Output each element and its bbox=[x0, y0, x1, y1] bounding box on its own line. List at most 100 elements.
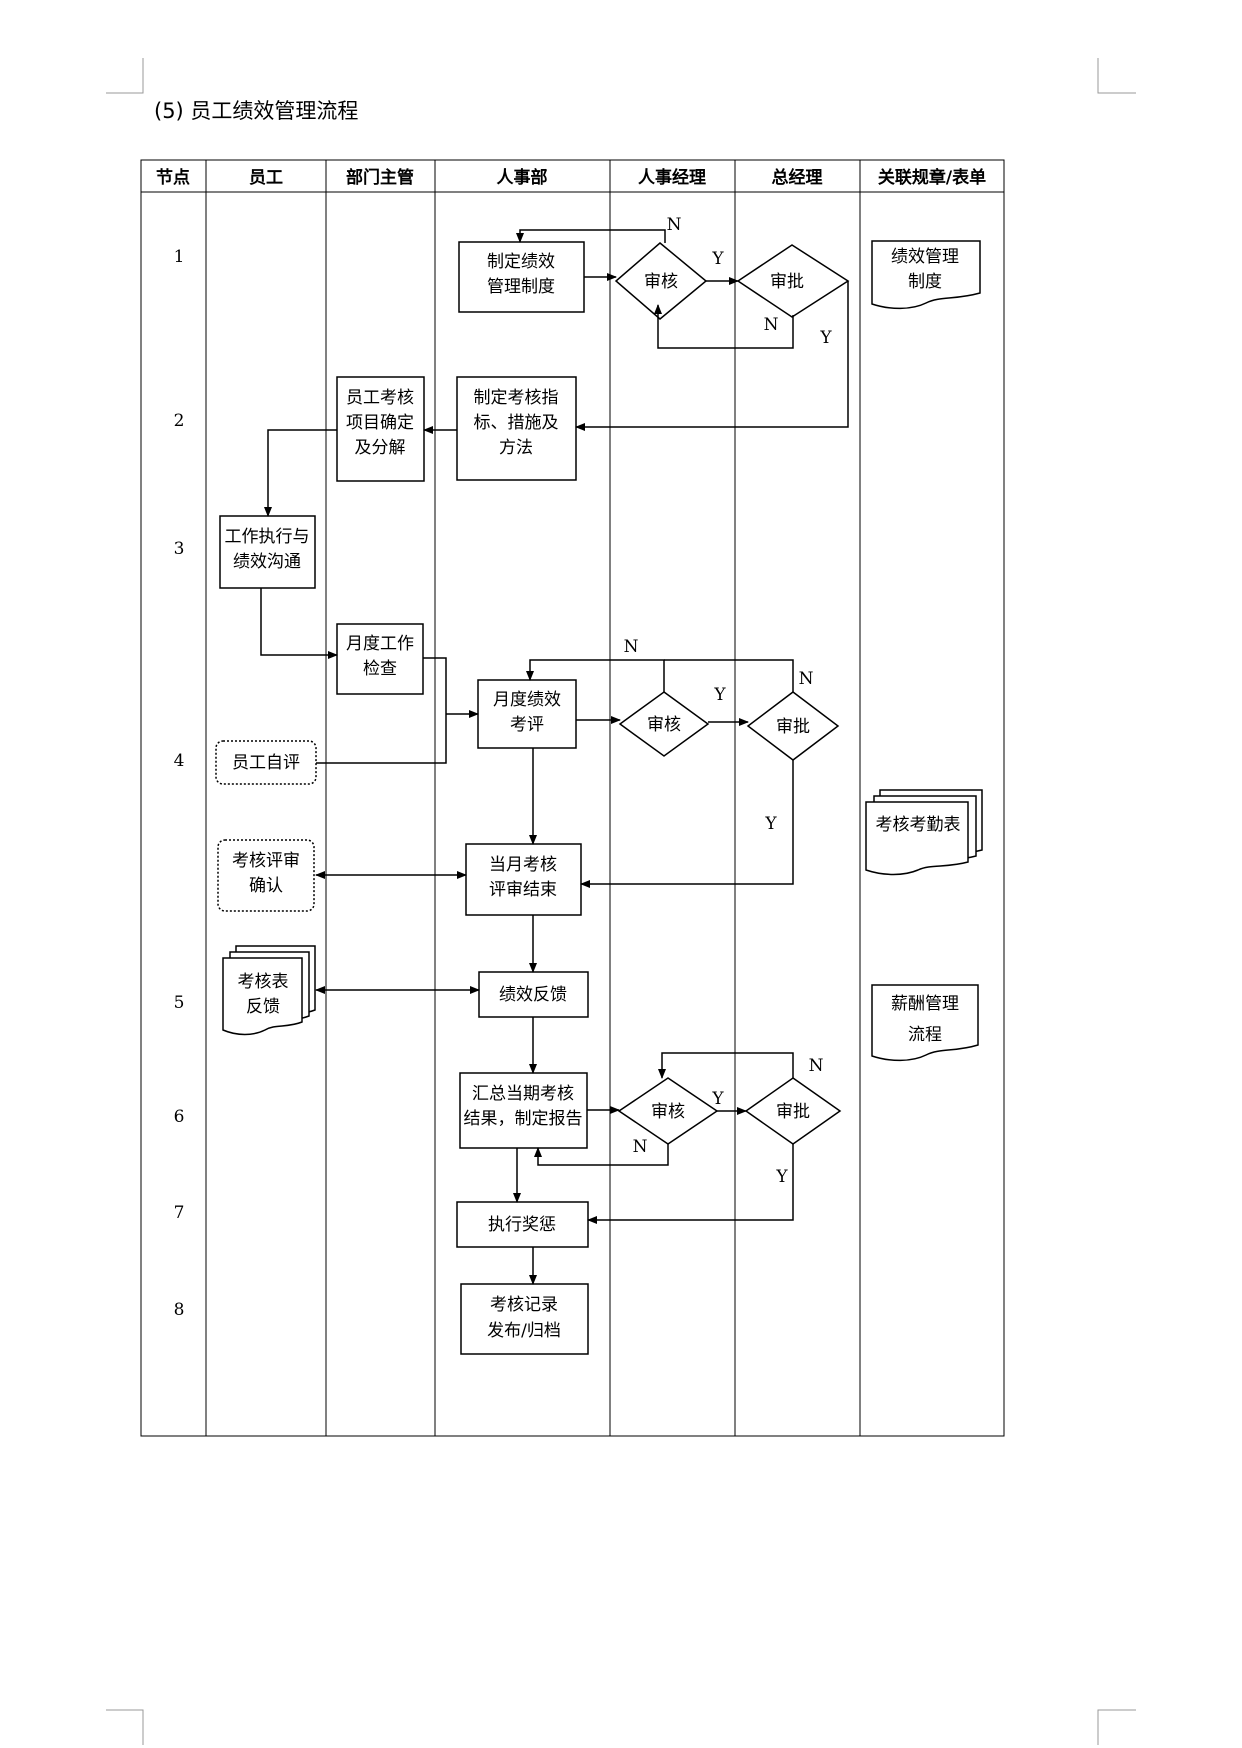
arrow-review3-no-loop bbox=[534, 1144, 669, 1166]
column-headers: 节点 员工 部门主管 人事部 人事经理 总经理 关联规章/表单 bbox=[156, 167, 986, 188]
process-label: 工作执行与 bbox=[225, 527, 310, 547]
process-label: 发布/归档 bbox=[487, 1321, 561, 1341]
flow-label-yes: Y bbox=[711, 249, 724, 269]
process-box-month-end bbox=[465, 843, 582, 916]
process-label: 月度绩效 bbox=[493, 690, 561, 710]
header-dept-manager: 部门主管 bbox=[346, 167, 414, 188]
process-box-summary bbox=[459, 1072, 588, 1149]
document-label: 薪酬管理 bbox=[891, 994, 959, 1014]
document-label: 流程 bbox=[908, 1025, 942, 1045]
row-number: 4 bbox=[174, 751, 185, 771]
row-numbers: 1 2 3 4 5 6 7 8 bbox=[174, 247, 185, 1320]
rounded-box-confirm bbox=[217, 839, 315, 912]
decision-review-1 bbox=[614, 242, 708, 320]
connectors bbox=[260, 229, 849, 1285]
row-number: 1 bbox=[174, 247, 185, 267]
process-label: 方法 bbox=[499, 438, 533, 458]
process-label: 管理制度 bbox=[487, 277, 555, 297]
process-box-make-system bbox=[458, 241, 585, 313]
flow-label-yes: Y bbox=[819, 328, 832, 348]
process-label: 检查 bbox=[363, 659, 397, 679]
process-box-monthly-check bbox=[336, 623, 424, 695]
document-attendance bbox=[865, 789, 983, 876]
swimlane-table bbox=[140, 159, 1005, 1437]
process-label: 月度工作 bbox=[346, 634, 414, 654]
decision-label: 审核 bbox=[647, 715, 681, 735]
rounded-box-label: 考核评审 bbox=[232, 851, 300, 871]
process-label: 及分解 bbox=[355, 438, 406, 458]
header-related-docs: 关联规章/表单 bbox=[878, 167, 986, 188]
decision-label: 审批 bbox=[770, 272, 804, 292]
arrow-review2-no-loop bbox=[526, 659, 665, 692]
header-hr-manager: 人事经理 bbox=[638, 167, 706, 188]
document-perf-system bbox=[871, 240, 981, 310]
process-box-make-indicators bbox=[456, 376, 577, 481]
arrow-review-no-loop bbox=[516, 229, 666, 243]
row-number: 3 bbox=[174, 539, 185, 559]
decision-approve-1 bbox=[736, 244, 850, 318]
arrow-approve3-yes bbox=[587, 1144, 794, 1224]
arrow-approve-yes bbox=[575, 281, 849, 431]
document-label: 反馈 bbox=[246, 997, 280, 1017]
arrow-approve-no-loop bbox=[654, 304, 794, 349]
process-box-work-exec bbox=[219, 515, 316, 589]
row-number: 2 bbox=[174, 411, 185, 431]
arrow-approve2-yes bbox=[580, 760, 794, 888]
decision-label: 审核 bbox=[651, 1102, 685, 1122]
arrow-items-to-work bbox=[264, 429, 337, 517]
row-number: 5 bbox=[174, 993, 185, 1013]
document-form-feedback bbox=[222, 945, 316, 1036]
process-box-monthly-eval bbox=[477, 679, 577, 749]
process-label: 绩效反馈 bbox=[499, 985, 567, 1005]
process-label: 考评 bbox=[510, 715, 544, 735]
crop-marks bbox=[106, 58, 1136, 1745]
document-label: 考核考勤表 bbox=[876, 815, 961, 835]
decision-label: 审核 bbox=[644, 272, 678, 292]
header-employee: 员工 bbox=[249, 168, 283, 188]
header-hr-dept: 人事部 bbox=[497, 167, 548, 188]
process-label: 标、措施及 bbox=[474, 413, 559, 433]
row-number: 7 bbox=[174, 1203, 185, 1223]
row-number: 6 bbox=[174, 1107, 185, 1127]
flow-label-no: N bbox=[764, 315, 779, 335]
rounded-box-label: 确认 bbox=[249, 876, 283, 896]
decision-label: 审批 bbox=[776, 717, 810, 737]
process-label: 执行奖惩 bbox=[488, 1215, 556, 1235]
decision-label: 审批 bbox=[776, 1102, 810, 1122]
arrow-approve3-no-loop bbox=[658, 1052, 794, 1079]
process-box-archive bbox=[460, 1283, 589, 1355]
flow-label-yes: Y bbox=[711, 1089, 724, 1109]
process-label: 绩效沟通 bbox=[233, 552, 301, 572]
page-title: (5) 员工绩效管理流程 bbox=[154, 99, 358, 123]
process-label: 制定绩效 bbox=[487, 252, 555, 272]
row-number: 8 bbox=[174, 1300, 185, 1320]
process-label: 项目确定 bbox=[346, 413, 414, 433]
process-label: 考核记录 bbox=[490, 1295, 558, 1315]
process-label: 汇总当期考核 bbox=[472, 1084, 574, 1104]
header-node: 节点 bbox=[156, 167, 190, 188]
document-label: 绩效管理 bbox=[891, 247, 959, 267]
header-general-manager: 总经理 bbox=[772, 167, 823, 188]
process-label: 结果，制定报告 bbox=[464, 1109, 583, 1129]
process-label: 员工考核 bbox=[346, 388, 414, 408]
rounded-box-label: 员工自评 bbox=[232, 753, 300, 773]
line-approve2-no-loop bbox=[664, 659, 794, 692]
line-self-eval-to-merge bbox=[316, 714, 447, 764]
flow-label-yes: Y bbox=[775, 1167, 788, 1187]
process-box-reward bbox=[456, 1201, 589, 1248]
document-label: 考核表 bbox=[238, 972, 289, 992]
arrow-work-to-check bbox=[260, 588, 338, 659]
document-salary bbox=[871, 984, 979, 1062]
process-label: 当月考核 bbox=[489, 855, 557, 875]
line-check-to-merge bbox=[423, 657, 447, 714]
flow-label-no: N bbox=[809, 1056, 824, 1076]
flow-label-no: N bbox=[633, 1137, 648, 1157]
flow-label-no: N bbox=[624, 637, 639, 657]
process-label: 评审结束 bbox=[489, 880, 557, 900]
document-label: 制度 bbox=[908, 272, 942, 292]
flow-label-no: N bbox=[667, 215, 682, 235]
flow-label-no: N bbox=[799, 669, 814, 689]
flow-label-yes: Y bbox=[764, 814, 777, 834]
flow-label-yes: Y bbox=[713, 685, 726, 705]
